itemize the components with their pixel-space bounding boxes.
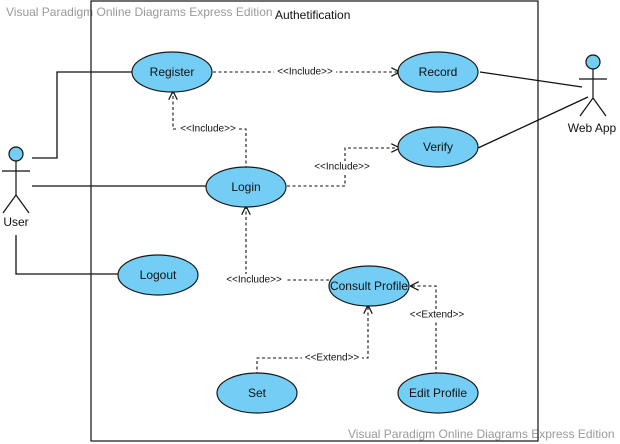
usecase-register-label: Register (150, 65, 195, 79)
usecase-verify[interactable]: Verify (397, 126, 479, 168)
usecase-consult-profile-label: Consult Profile (330, 279, 408, 293)
usecase-login-label: Login (231, 180, 260, 194)
system-title: Authetification (275, 8, 350, 22)
usecase-edit-profile[interactable]: Edit Profile (397, 372, 479, 414)
stereotype-set-consult: <<Extend>> (305, 353, 360, 364)
label-consult-login: <<Include>> (223, 274, 285, 286)
actor-user-head (8, 146, 24, 162)
usecase-consult-profile[interactable]: Consult Profile (328, 265, 410, 307)
label-login-verify: <<Include>> (311, 161, 373, 173)
usecase-record-label: Record (419, 65, 458, 79)
edge-user-logout (15, 235, 119, 275)
actor-webapp-head (585, 54, 601, 70)
usecase-logout-label: Logout (140, 268, 177, 282)
edge-record-webapp (479, 71, 583, 88)
usecase-login[interactable]: Login (205, 166, 287, 208)
edge-verify-webapp (477, 96, 589, 149)
edge-user-register (32, 71, 133, 159)
stereotype-register-record: <<Include>> (277, 67, 333, 78)
dep-edit-consult (411, 286, 437, 375)
usecase-record[interactable]: Record (397, 51, 479, 93)
actor-user-body (2, 161, 30, 214)
watermark-bottom: Visual Paradigm Online Diagrams Express … (348, 427, 615, 441)
actor-webapp-body (579, 69, 607, 117)
label-register-record: <<Include>> (274, 66, 336, 78)
usecase-edit-profile-label: Edit Profile (409, 386, 467, 400)
usecase-verify-label: Verify (423, 140, 453, 154)
actor-user-label: User (3, 215, 28, 229)
usecase-set[interactable]: Set (216, 372, 298, 414)
stereotype-login-verify: <<Include>> (314, 162, 370, 173)
label-set-consult: <<Extend>> (302, 352, 362, 364)
actor-user[interactable]: User (2, 146, 30, 229)
usecase-set-label: Set (248, 386, 267, 400)
actor-webapp-label: Web App (568, 121, 617, 135)
usecase-logout[interactable]: Logout (117, 254, 199, 296)
dep-consult-login (246, 207, 329, 281)
stereotype-login-register: <<Include>> (180, 124, 236, 135)
dep-set-consult (256, 306, 368, 375)
actor-webapp[interactable]: Web App (568, 54, 617, 135)
usecase-register[interactable]: Register (131, 51, 213, 93)
stereotype-edit-consult: <<Extend>> (410, 310, 465, 321)
label-login-register: <<Include>> (177, 123, 239, 135)
stereotype-consult-login: <<Include>> (226, 275, 282, 286)
watermark-top: Visual Paradigm Online Diagrams Express … (6, 5, 273, 19)
system-boundary (90, 0, 539, 442)
label-edit-consult: <<Extend>> (407, 309, 467, 321)
